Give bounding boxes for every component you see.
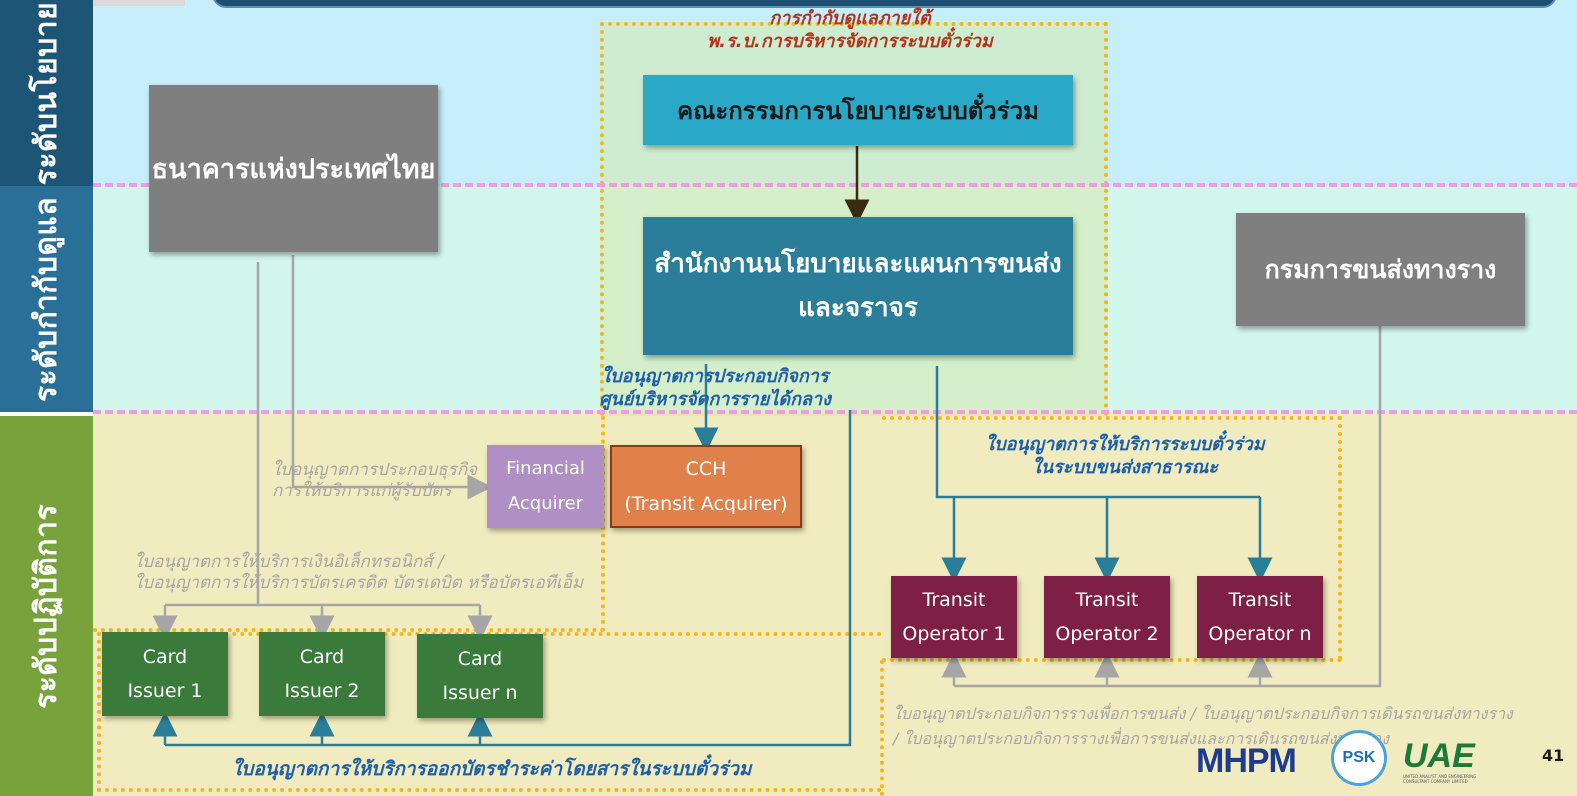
- rail-license-label: ใบอนุญาตประกอบกิจการรางเพื่อการขนส่ง / ใ…: [893, 704, 1513, 748]
- cch-box: CCH (Transit Acquirer): [610, 445, 802, 528]
- transit-license-label: ใบอนุญาตการให้บริการระบบตั๋วร่วม ในระบบข…: [985, 434, 1265, 478]
- transit-operator-1-box: Transit Operator 1: [891, 576, 1017, 658]
- psk-logo: PSK: [1331, 730, 1387, 786]
- emoney-license-label: ใบอนุญาตการให้บริการเงินอิเล็กทรอนิกส์ /…: [134, 552, 584, 594]
- divider-regulatory-operational: [93, 410, 1577, 414]
- committee-box: คณะกรรมการนโยบายระบบตั๋วร่วม: [643, 75, 1073, 145]
- level-label-regulatory: ระดับกำกับดูแล: [0, 186, 93, 412]
- otp-to-operators-line: [935, 366, 1260, 499]
- uae-logo: UAE UNITED ANALYST AND ENGINEERING CONSU…: [1403, 737, 1477, 784]
- page-number: 41: [1542, 746, 1565, 765]
- card-issuer-2-box: Card Issuer 2: [259, 632, 385, 716]
- drt-to-operators-line: [954, 326, 1382, 688]
- supervision-label: การกำกับดูแลภายใต้ พ.ร.บ.การบริหารจัดการ…: [707, 8, 993, 52]
- financial-acquirer-box: Financial Acquirer: [487, 445, 604, 528]
- transit-operator-n-box: Transit Operator n: [1197, 576, 1323, 658]
- acquirer-license-label: ใบอนุญาตการประกอบธุรกิจ การให้บริการแก่ผ…: [272, 460, 478, 502]
- transit-operator-2-box: Transit Operator 2: [1044, 576, 1170, 658]
- transit-region: [882, 416, 1342, 660]
- bank-of-thailand-box: ธนาคารแห่งประเทศไทย: [149, 85, 438, 252]
- divider-policy-regulatory: [93, 183, 1577, 187]
- otp-to-issuers-line: [165, 410, 852, 747]
- level-label-operational: ระดับปฏิบัติการ: [0, 416, 93, 796]
- rail-department-box: กรมการขนส่งทางราง: [1236, 213, 1525, 326]
- mhpm-logo: MHPM: [1196, 742, 1297, 780]
- rail-region-left: [880, 660, 884, 796]
- bot-to-acquirer-line: [291, 255, 493, 500]
- level-label-policy: ระดับนโยบาย: [0, 0, 93, 186]
- cch-license-label: ใบอนุญาตการประกอบกิจการ ศูนย์บริหารจัดกา…: [599, 366, 831, 410]
- otp-box: สำนักงานนโยบายและแผนการขนส่ง และจราจร: [643, 217, 1073, 355]
- card-issuer-n-box: Card Issuer n: [417, 634, 543, 718]
- card-issue-license-label: ใบอนุญาตการให้บริการออกบัตรชำระค่าโดยสาร…: [232, 758, 752, 780]
- top-left-tab: [93, 0, 185, 6]
- card-issuer-1-box: Card Issuer 1: [102, 632, 228, 716]
